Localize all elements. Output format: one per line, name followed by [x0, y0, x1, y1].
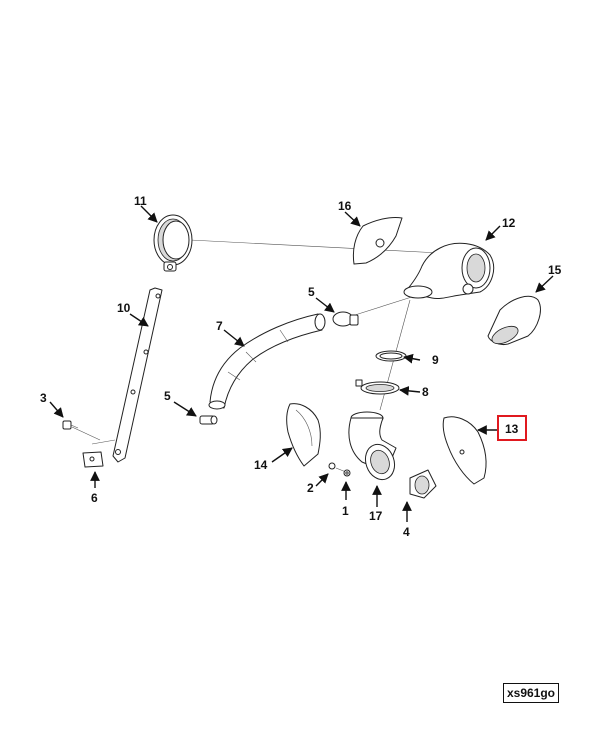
callout-2: 2 — [307, 481, 314, 495]
part-8-band-clamp — [355, 379, 400, 395]
part-16-heat-shield — [352, 217, 403, 265]
callout-6: 6 — [91, 491, 98, 505]
callout-5-lower: 5 — [164, 389, 171, 403]
part-12-elbow — [403, 242, 495, 300]
part-5-clamp-upper — [332, 311, 359, 327]
part-6-plate — [82, 451, 104, 468]
part-2-screw — [328, 462, 336, 470]
part-4-flange — [409, 469, 437, 499]
part-1-washer — [343, 469, 351, 477]
part-14-shield — [286, 403, 321, 467]
part-11-clamp — [153, 214, 193, 272]
callout-7: 7 — [216, 319, 223, 333]
callout-11: 11 — [134, 194, 147, 208]
part-10-bracket — [112, 287, 163, 463]
part-13-shield — [442, 416, 487, 485]
part-3-bolt — [62, 420, 79, 430]
callout-12: 12 — [502, 216, 516, 230]
callout-1: 1 — [342, 504, 349, 518]
part-9-gasket — [375, 350, 407, 362]
part-5-clamp-lower — [199, 415, 218, 425]
callout-10: 10 — [117, 301, 131, 315]
callout-14: 14 — [254, 458, 268, 472]
callout-17: 17 — [369, 509, 383, 523]
part-15-small-elbow — [487, 295, 541, 345]
callout-4: 4 — [403, 525, 410, 539]
reference-code-label: xs961go — [503, 683, 559, 703]
callout-3: 3 — [40, 391, 47, 405]
callout-5-upper: 5 — [308, 285, 315, 299]
part-7-tube — [208, 313, 326, 410]
callout-13-highlight[interactable]: 13 — [497, 415, 527, 441]
callout-8: 8 — [422, 385, 429, 399]
callout-labels: 11 16 12 15 10 5 7 9 8 3 5 14 2 6 1 17 4 — [40, 194, 562, 539]
leader-lines — [49, 205, 554, 522]
callout-9: 9 — [432, 353, 439, 367]
callout-16: 16 — [338, 199, 352, 213]
callout-13: 13 — [505, 422, 519, 436]
callout-15: 15 — [548, 263, 562, 277]
part-17-elbow-pipe — [348, 411, 397, 481]
